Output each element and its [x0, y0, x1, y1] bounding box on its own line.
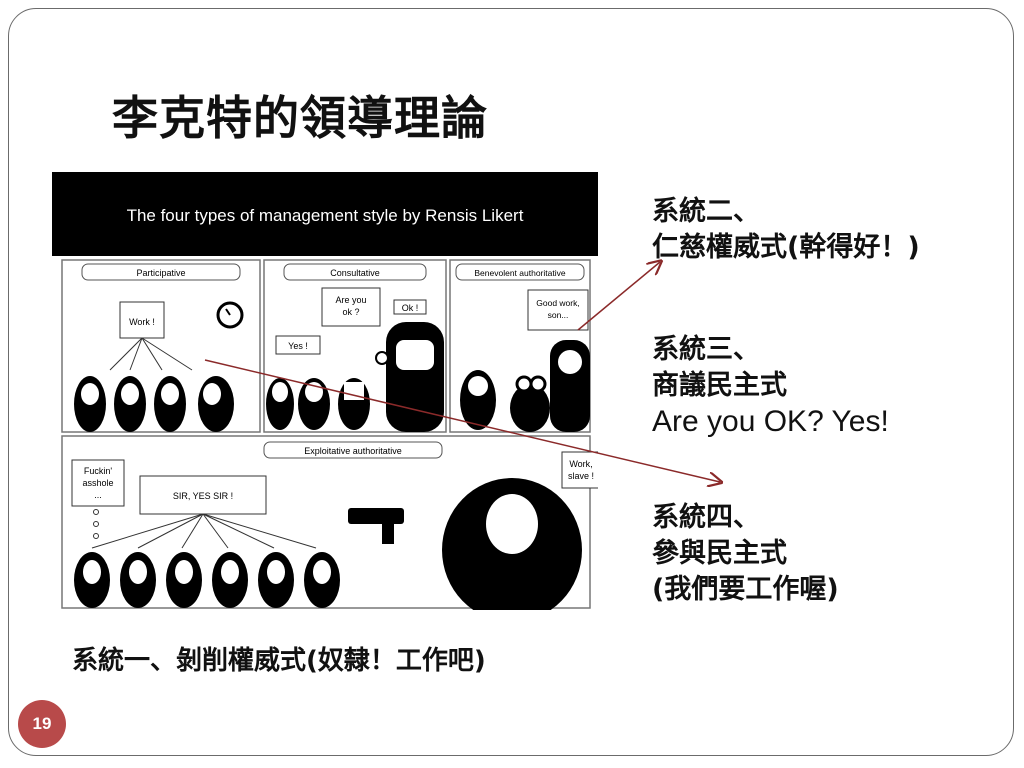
panel-title-benevolent: Benevolent authoritative: [474, 268, 565, 278]
comic-header-bar: [52, 172, 598, 256]
label-system3-name: 商議民主式: [652, 370, 787, 401]
bubble-sir: SIR, YES SIR !: [173, 491, 233, 501]
page-number-badge: 19: [18, 700, 66, 748]
slide-title: 李克特的領導理論: [112, 91, 488, 145]
label-system4: 系統四、 參與民主式 (我們要工作喔): [652, 500, 839, 608]
panel-title-participative: Participative: [136, 268, 185, 278]
bubble-work: Work !: [129, 317, 155, 327]
panel-exploitative: Exploitative authoritative Fuckin' assho…: [61, 435, 598, 610]
bubble-good-work: Good work,: [536, 298, 579, 308]
panel-title-consultative: Consultative: [330, 268, 380, 278]
label-system2-name: 仁慈權威式(幹得好！): [652, 232, 920, 263]
label-system4-heading: 系統四、: [652, 502, 760, 533]
bubble-son: son...: [548, 310, 569, 320]
label-system2-heading: 系統二、: [652, 196, 760, 227]
bubble-work-slave-2: slave !: [568, 471, 594, 481]
panel-consultative: Consultative Are you ok ? Ok ! Yes !: [263, 259, 447, 433]
label-system2: 系統二、 仁慈權威式(幹得好！): [652, 194, 920, 266]
bubble-thought-3: ...: [94, 490, 102, 500]
label-system3-dialogue: Are you OK? Yes!: [652, 405, 889, 438]
label-system1: 系統一、剝削權威式(奴隸！工作吧): [72, 646, 486, 676]
label-system4-name: 參與民主式: [652, 538, 787, 569]
panel-benevolent: Benevolent authoritative Good work, son.…: [449, 259, 591, 433]
bubble-yes: Yes !: [288, 341, 308, 351]
label-system3: 系統三、 商議民主式 Are you OK? Yes!: [652, 332, 889, 440]
bubble-thought-2: asshole: [82, 478, 113, 488]
comic-header-text: The four types of management style by Re…: [127, 206, 524, 225]
label-system3-heading: 系統三、: [652, 334, 760, 365]
bubble-work-slave-1: Work,: [569, 459, 592, 469]
likert-comic: The four types of management style by Re…: [52, 172, 598, 610]
panel-participative: Participative Work !: [61, 259, 261, 433]
bubble-ok: Ok !: [402, 303, 419, 313]
bubble-ok-q: ok ?: [342, 307, 359, 317]
arrow-system2: [577, 262, 660, 331]
arrow-system4: [204, 359, 720, 482]
bubble-are-you: Are you: [335, 295, 366, 305]
panel-title-exploitative: Exploitative authoritative: [304, 446, 402, 456]
bubble-thought-1: Fuckin': [84, 466, 113, 476]
label-system4-note: (我們要工作喔): [652, 574, 839, 605]
